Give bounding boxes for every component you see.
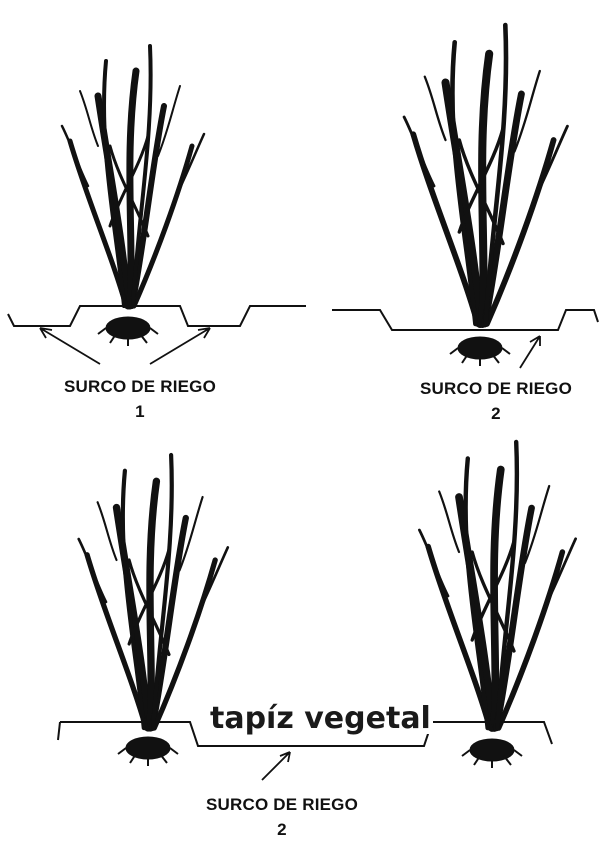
- plant-top-right: [404, 25, 567, 366]
- label-surco-1-number: 1: [40, 403, 240, 420]
- label-surco-2-bottom: SURCO DE RIEGO 2: [182, 796, 382, 838]
- plant-bottom-left: [79, 455, 228, 766]
- ground-profile-top-left: [8, 306, 306, 326]
- label-surco-2-top-number: 2: [396, 405, 596, 422]
- label-surco-2-bottom-number: 2: [182, 821, 382, 838]
- arrow-top-right-groove: [520, 336, 540, 368]
- plant-top-left: [62, 46, 204, 346]
- label-surco-1: SURCO DE RIEGO 1: [40, 378, 240, 420]
- arrow-right-groove: [150, 328, 210, 364]
- label-surco-2-bottom-text: SURCO DE RIEGO: [182, 796, 382, 813]
- plant-bottom-right: [419, 442, 575, 768]
- label-tapiz-vegetal: tapíz vegetal: [208, 704, 433, 734]
- arrow-left-groove: [40, 328, 100, 364]
- label-surco-2-top-text: SURCO DE RIEGO: [396, 380, 596, 397]
- ground-profile-top-right: [332, 310, 598, 330]
- label-surco-1-text: SURCO DE RIEGO: [40, 378, 240, 395]
- label-surco-2-top: SURCO DE RIEGO 2: [396, 380, 596, 422]
- arrow-bottom-groove: [262, 752, 290, 780]
